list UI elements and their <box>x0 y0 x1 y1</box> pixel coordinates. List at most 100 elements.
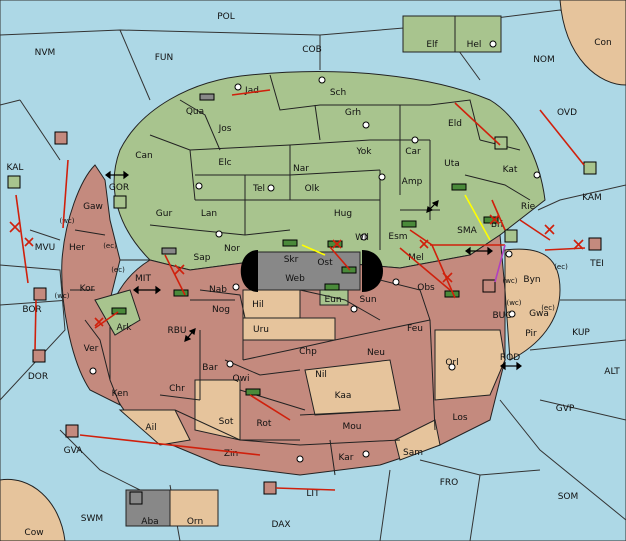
prov-nil: Nil <box>315 370 327 380</box>
fleet-skr <box>282 239 298 247</box>
prov-gur: Gur <box>156 209 173 219</box>
coast-kor-wc: (wc) <box>54 292 69 300</box>
fleet-nab <box>173 289 189 297</box>
sea-gvp: GVP <box>556 404 575 414</box>
prov-qwi: Qwi <box>233 374 250 384</box>
sea-dor: DOR <box>28 372 48 382</box>
army-mvu <box>7 175 21 189</box>
prov-grh: Grh <box>345 108 361 118</box>
army-bri <box>504 229 518 243</box>
sea-buc: BUC <box>492 311 511 321</box>
army-aba <box>129 491 143 505</box>
prov-elf: Elf <box>426 40 438 50</box>
fleet-jad <box>199 93 215 101</box>
prov-ark: Ark <box>116 323 132 333</box>
sea-lit: LIT <box>306 489 320 499</box>
coast-labels: (wc) (ec) (ec) (wc) (ec) (wc) (ec) (wc) <box>54 217 568 312</box>
army-lit <box>263 481 277 495</box>
prov-zin: Zin <box>224 449 238 459</box>
sea-dax: DAX <box>271 520 290 530</box>
sea-gor: GOR <box>109 183 129 193</box>
prov-kor: Kor <box>80 284 95 294</box>
prov-neu: Neu <box>367 348 385 358</box>
prov-kat: Kat <box>503 165 518 175</box>
prov-uru: Uru <box>253 325 269 335</box>
army-bor <box>33 287 47 301</box>
sea-tei: TEI <box>589 259 604 269</box>
sot-province <box>194 379 241 441</box>
sea-fun: FUN <box>155 53 174 63</box>
prov-nab: Nab <box>209 285 227 295</box>
prov-hel: Hel <box>467 40 482 50</box>
province-labels: Jad Sch Qua Jos Grh Can Eld Yok Car Elc … <box>69 40 549 527</box>
fleet-sap <box>161 247 177 255</box>
prov-kar: Kar <box>339 453 354 463</box>
byn-gwa-pir <box>504 248 561 361</box>
coast-gwa-ec: (ec) <box>541 304 555 312</box>
prov-sun: Sun <box>359 295 376 305</box>
prov-gaw: Gaw <box>83 202 103 212</box>
sea-cob: COB <box>302 45 322 55</box>
prov-sam: Sam <box>403 448 423 458</box>
prov-hil: Hil <box>252 300 264 310</box>
prov-web: Web <box>285 274 305 284</box>
coast-kor-ec: (ec) <box>111 266 125 274</box>
sea-fro: FRO <box>440 478 459 488</box>
prov-kaa: Kaa <box>335 391 352 401</box>
coast-byn-ec: (ec) <box>554 263 568 271</box>
prov-tel: Tel <box>252 184 265 194</box>
sea-rbu: RBU <box>167 326 186 336</box>
army-gaw <box>113 195 127 209</box>
sea-cow: Cow <box>24 528 43 538</box>
sea-mvu: MVU <box>35 243 56 253</box>
province-borders <box>70 74 531 476</box>
coast-gwa-wc: (wc) <box>506 299 521 307</box>
prov-jos: Jos <box>218 124 232 134</box>
army-tei <box>588 237 602 251</box>
prov-eun: Eun <box>324 295 341 305</box>
black-left-cap <box>240 250 258 292</box>
sea-gva: GVA <box>64 446 84 456</box>
prov-aba: Aba <box>141 517 158 527</box>
prov-nar: Nar <box>293 164 309 174</box>
prov-ost: Ost <box>317 258 333 268</box>
fleet-esm <box>401 220 417 228</box>
sea-pol: POL <box>217 12 235 22</box>
sea-con: Con <box>594 38 612 48</box>
prov-eld: Eld <box>448 119 462 129</box>
prov-can: Can <box>135 151 153 161</box>
prov-ver: Ver <box>84 344 99 354</box>
sam-province <box>394 419 441 461</box>
prov-skr: Skr <box>284 255 299 265</box>
prov-obs: Obs <box>417 283 435 293</box>
coast-gaw-wc: (wc) <box>59 217 74 225</box>
prov-nor: Nor <box>224 244 240 254</box>
fleet-uta <box>451 183 467 191</box>
army-kat <box>494 136 508 150</box>
elf-hel-island <box>402 15 502 53</box>
prov-ken: Ken <box>112 389 129 399</box>
prov-hug: Hug <box>334 209 352 219</box>
prov-orn: Orn <box>187 517 203 527</box>
sea-bor: BOR <box>22 305 41 315</box>
sea-kal: KAL <box>7 163 24 173</box>
fleet-eun <box>324 283 340 291</box>
sea-labels: POL NVM FUN COB NOM OVD KAL MVU BOR DOR … <box>7 12 621 538</box>
sea-ovd: OVD <box>557 108 577 118</box>
northern-landmass <box>113 71 546 271</box>
army-gwg <box>54 131 68 145</box>
kaa-province <box>304 359 401 416</box>
prov-esm: Esm <box>388 232 407 242</box>
prov-amp: Amp <box>402 177 423 187</box>
prov-wil: Wil <box>355 233 369 243</box>
prov-nog: Nog <box>212 305 230 315</box>
orders <box>9 89 586 491</box>
orn-island <box>169 489 219 527</box>
ail-province <box>118 409 191 446</box>
sea-boundaries <box>0 9 626 541</box>
supply-centers <box>89 40 541 463</box>
sea-swm: SWM <box>81 514 103 524</box>
prov-sot: Sot <box>219 417 234 427</box>
prov-bri: Bri <box>491 220 503 230</box>
